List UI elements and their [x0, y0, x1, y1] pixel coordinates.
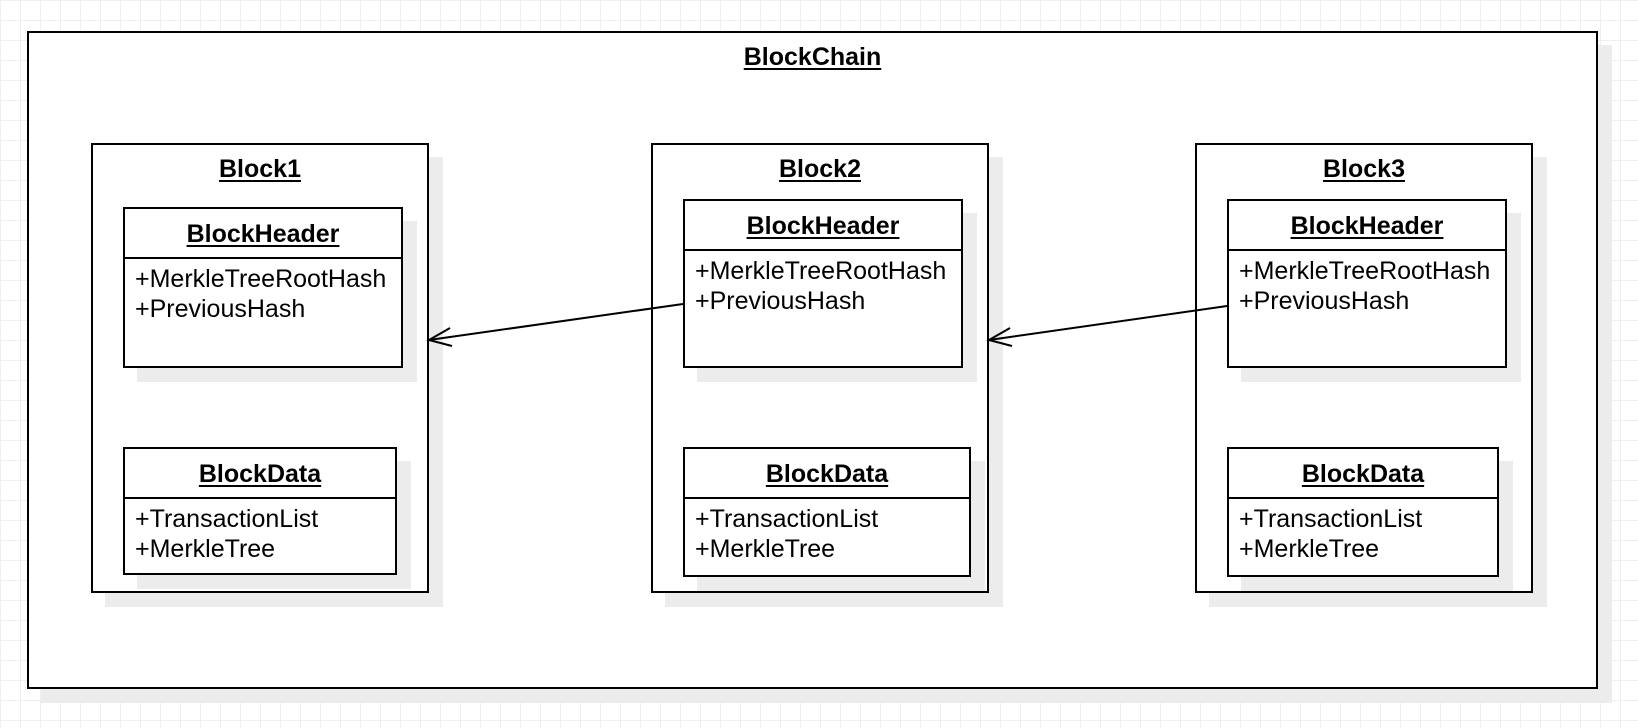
block-3-data-class[interactable]: BlockData +TransactionList +MerkleTree: [1227, 447, 1499, 577]
block-2-data-name: BlockData: [685, 449, 969, 499]
block-3-title: Block3: [1323, 155, 1405, 183]
block-1-header-class[interactable]: BlockHeader +MerkleTreeRootHash +Previou…: [123, 207, 403, 368]
block-1-header-name: BlockHeader: [125, 209, 401, 259]
block-3-header-attr-merkle-root: +MerkleTreeRootHash: [1239, 257, 1491, 285]
block-3-header-attributes: +MerkleTreeRootHash +PreviousHash: [1229, 251, 1505, 316]
block-2-header-attr-previous-hash: +PreviousHash: [695, 287, 866, 315]
block-2-data-class[interactable]: BlockData +TransactionList +MerkleTree: [683, 447, 971, 577]
block-2-data-attributes: +TransactionList +MerkleTree: [685, 499, 969, 564]
block-1-data-attr-transaction-list: +TransactionList: [135, 505, 319, 533]
block-3-data-attr-transaction-list: +TransactionList: [1239, 505, 1423, 533]
block-1-data-class[interactable]: BlockData +TransactionList +MerkleTree: [123, 447, 397, 575]
block-1-header-attributes: +MerkleTreeRootHash +PreviousHash: [125, 259, 401, 324]
block-2-header-attributes: +MerkleTreeRootHash +PreviousHash: [685, 251, 961, 316]
block-3-header-name: BlockHeader: [1229, 201, 1505, 251]
block-3-data-attr-merkle-tree: +MerkleTree: [1239, 535, 1380, 563]
block-1-header-attr-merkle-root: +MerkleTreeRootHash: [135, 265, 387, 293]
block-2-header-class[interactable]: BlockHeader +MerkleTreeRootHash +Previou…: [683, 199, 963, 368]
block-2-data-attr-transaction-list: +TransactionList: [695, 505, 879, 533]
block-1-title: Block1: [219, 155, 301, 183]
block-3-header-attr-previous-hash: +PreviousHash: [1239, 287, 1410, 315]
block-1-data-attributes: +TransactionList +MerkleTree: [125, 499, 395, 564]
block-3-data-attributes: +TransactionList +MerkleTree: [1229, 499, 1497, 564]
block-1-data-attr-merkle-tree: +MerkleTree: [135, 535, 276, 563]
block-3-data-name: BlockData: [1229, 449, 1497, 499]
block-1-data-name: BlockData: [125, 449, 395, 499]
blockchain-title: BlockChain: [743, 43, 882, 71]
block-2-data-attr-merkle-tree: +MerkleTree: [695, 535, 836, 563]
block-2-header-attr-merkle-root: +MerkleTreeRootHash: [695, 257, 947, 285]
block-3-header-class[interactable]: BlockHeader +MerkleTreeRootHash +Previou…: [1227, 199, 1507, 368]
block-2-header-name: BlockHeader: [685, 201, 961, 251]
block-1-header-attr-previous-hash: +PreviousHash: [135, 295, 306, 323]
block-2-title: Block2: [779, 155, 861, 183]
